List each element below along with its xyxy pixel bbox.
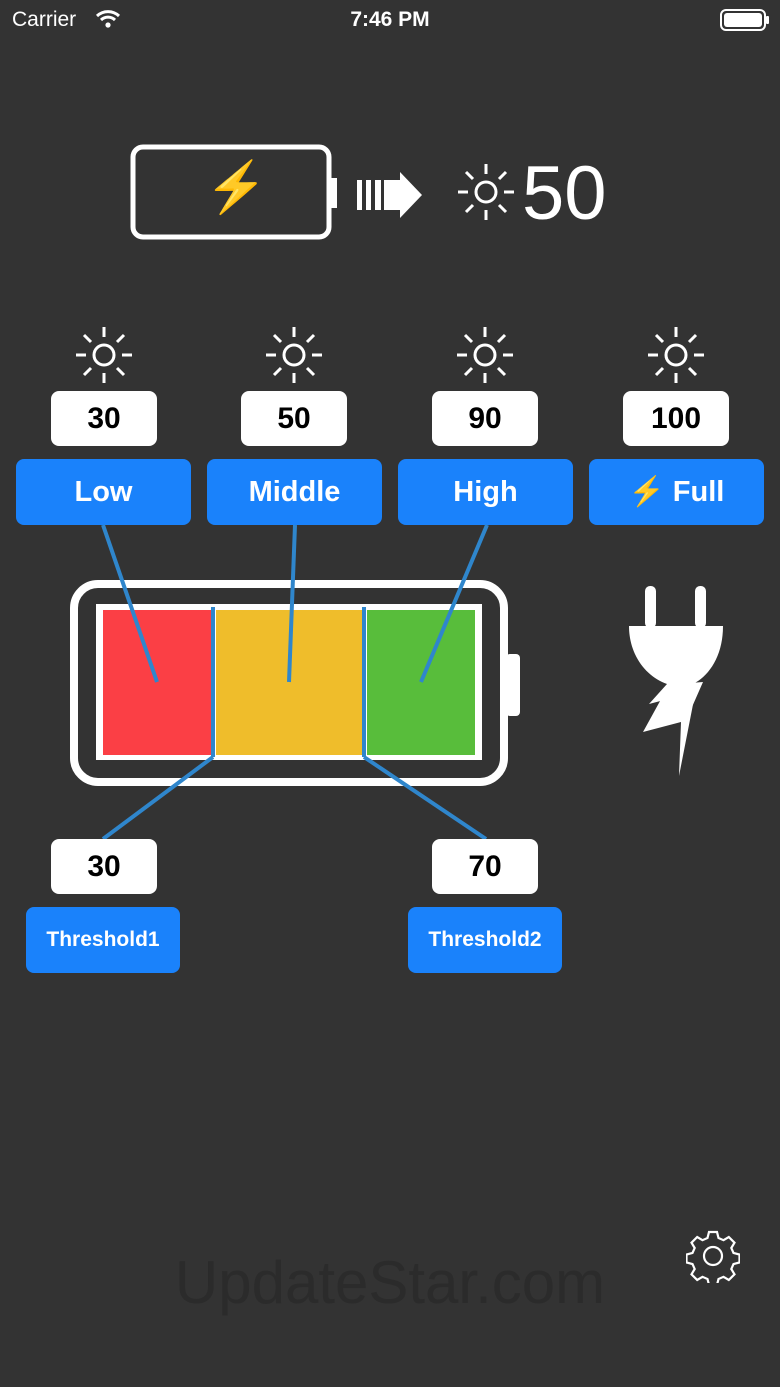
high-zone: [367, 610, 475, 755]
threshold1-value[interactable]: 30: [51, 839, 157, 894]
sun-icon: [457, 327, 513, 383]
low-brightness-value[interactable]: 30: [51, 391, 157, 446]
plug-icon: [629, 586, 723, 776]
time-label: 7:46 PM: [350, 8, 430, 31]
threshold1-button[interactable]: Threshold1: [26, 907, 180, 973]
bolt-icon: ⚡: [628, 476, 665, 508]
full-brightness-value[interactable]: 100: [623, 391, 729, 446]
middle-pointer: [287, 524, 297, 683]
threshold2-pointer: [362, 755, 488, 841]
low-button[interactable]: Low: [16, 459, 191, 525]
battery-diagram: [70, 524, 520, 841]
high-button[interactable]: High: [398, 459, 573, 525]
carrier-label: Carrier: [12, 8, 77, 31]
status-battery-icon: [720, 9, 769, 31]
sun-icon: [76, 327, 132, 383]
full-button[interactable]: ⚡ Full: [589, 459, 764, 525]
threshold2-button[interactable]: Threshold2: [408, 907, 562, 973]
middle-button[interactable]: Middle: [207, 459, 382, 525]
low-pointer: [101, 524, 159, 683]
middle-brightness-value[interactable]: 50: [241, 391, 347, 446]
battery-cap: [506, 654, 520, 716]
high-pointer: [419, 524, 489, 683]
full-label: Full: [672, 475, 725, 508]
threshold1-pointer: [101, 755, 215, 841]
gear-icon[interactable]: [686, 1229, 740, 1283]
wifi-icon: [95, 10, 121, 28]
sun-icon: [458, 164, 514, 220]
battery-outline: [70, 580, 508, 786]
watermark: UpdateStar.com: [174, 1249, 606, 1316]
charging-battery-icon: [130, 144, 422, 240]
sun-icon: [266, 327, 322, 383]
sun-icon: [648, 327, 704, 383]
current-brightness: 50: [522, 151, 607, 236]
charging-bolt-icon: ⚡: [205, 159, 268, 215]
high-brightness-value[interactable]: 90: [432, 391, 538, 446]
low-zone: [103, 610, 211, 755]
threshold2-value[interactable]: 70: [432, 839, 538, 894]
